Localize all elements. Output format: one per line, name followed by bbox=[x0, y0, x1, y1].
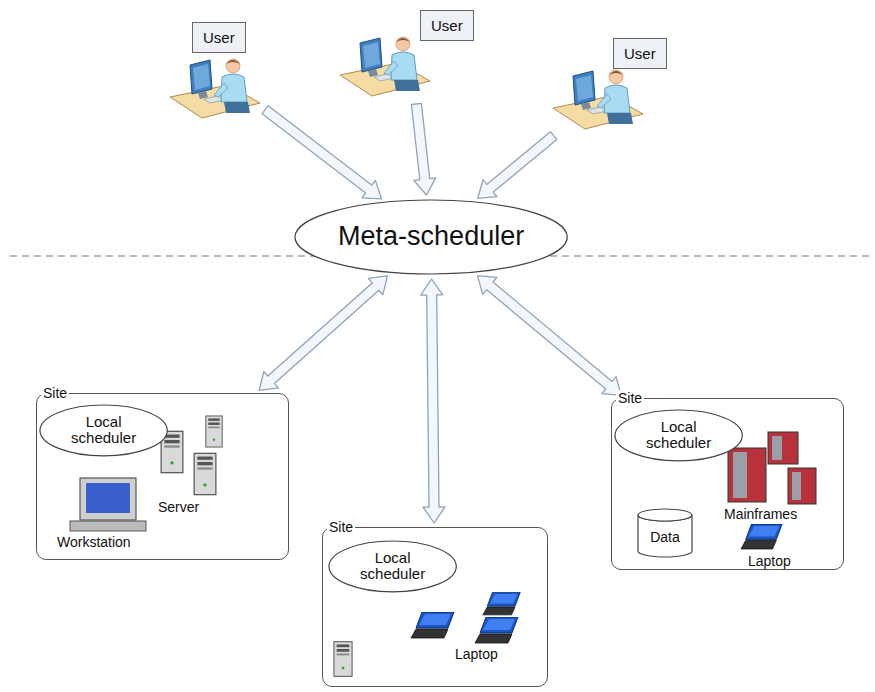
user-label: User bbox=[613, 38, 667, 69]
user-node: User bbox=[340, 10, 482, 100]
site-heading: Site bbox=[616, 390, 644, 406]
user-label: User bbox=[420, 10, 474, 41]
block-arrow bbox=[411, 103, 435, 195]
local-scheduler-ellipse: Local scheduler bbox=[328, 540, 457, 593]
data-cylinder: Data bbox=[637, 509, 693, 557]
site-heading: Site bbox=[327, 519, 355, 535]
block-arrow bbox=[478, 132, 557, 199]
meta-scheduler-ellipse: Meta-scheduler bbox=[294, 199, 568, 275]
data-label: Data bbox=[650, 530, 680, 545]
local-scheduler-ellipse: Local scheduler bbox=[614, 409, 743, 462]
device-label: Workstation bbox=[57, 534, 131, 550]
scheduler-label: Meta-scheduler bbox=[338, 222, 524, 252]
site-heading: Site bbox=[41, 385, 69, 401]
site-box: SiteLocal schedulerData bbox=[611, 398, 844, 570]
device-label: Laptop bbox=[455, 646, 498, 662]
scheduler-label: Local scheduler bbox=[62, 414, 146, 447]
block-arrow bbox=[259, 276, 387, 390]
site-box: SiteLocal scheduler bbox=[322, 527, 548, 687]
scheduler-label: Local scheduler bbox=[351, 550, 435, 583]
block-arrow bbox=[421, 279, 445, 523]
device-label: Server bbox=[158, 499, 199, 515]
user-node: User bbox=[553, 38, 675, 133]
scheduler-label: Local scheduler bbox=[637, 419, 721, 452]
local-scheduler-ellipse: Local scheduler bbox=[39, 404, 168, 457]
device-label: Mainframes bbox=[724, 506, 797, 522]
device-label: Laptop bbox=[748, 553, 791, 569]
block-arrow bbox=[262, 106, 381, 199]
user-label: User bbox=[192, 22, 246, 53]
user-node: User bbox=[170, 22, 262, 122]
block-arrow bbox=[478, 276, 622, 396]
